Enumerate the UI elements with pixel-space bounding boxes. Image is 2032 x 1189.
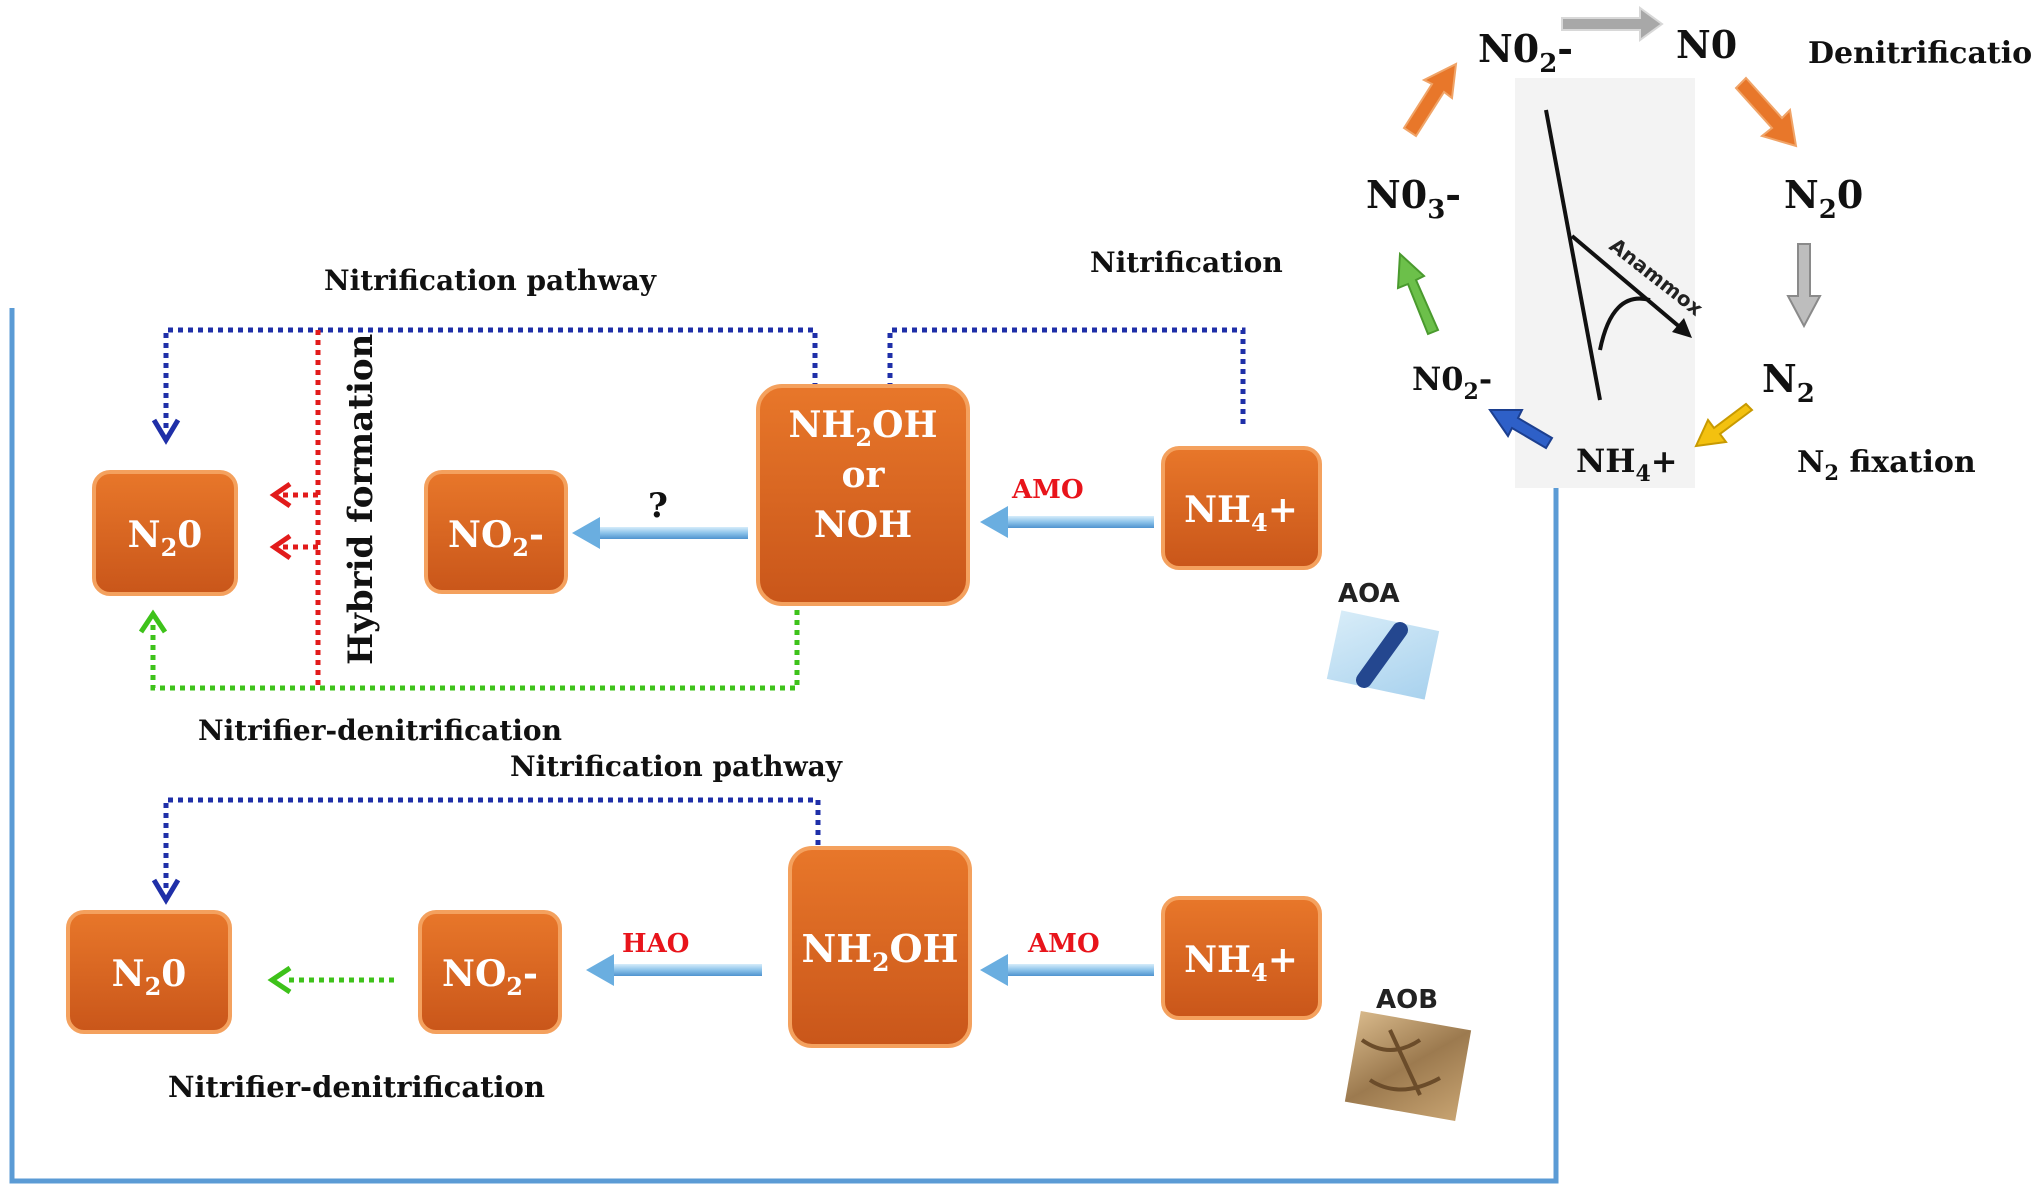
bottom-amo-label: AMO [1027,929,1100,959]
bottom-nitrification-pathway-label: Nitrification pathway [510,750,843,783]
top-red-arrowhead-2 [269,533,292,561]
bottom-box-nh4: NH4+ [1161,896,1322,1020]
top-arrow-mid-to-no2 [572,517,748,549]
cycle-arrow-no3-to-no2 [1402,62,1458,138]
bacteria-micrograph-icon [1344,1010,1472,1122]
svg-text:NH2OH: NH2OH [789,404,938,452]
cycle-no3-label: N03- [1366,172,1461,225]
anammox-panel [1515,78,1695,488]
top-box-n2o: N20 [92,470,238,596]
cycle-arrow-n2o-to-n2 [1786,243,1822,329]
top-blue-dotted-path-right [887,327,1246,425]
top-box-nh2oh-or-noh: NH2OH or NOH [756,384,970,606]
top-question-mark: ? [648,486,668,526]
top-blue-dotted-path-left [163,327,818,430]
aob-label: AOB [1376,985,1438,1015]
svg-text:NH4+: NH4+ [1184,939,1298,987]
bottom-blue-arrowhead [151,878,181,905]
cycle-arrow-no2-to-no3 [1396,251,1440,336]
svg-text:NOH: NOH [814,504,912,546]
aoa-label: AOA [1338,579,1400,609]
top-nitrifier-denitrification-label: Nitrifier-denitrification [198,714,562,747]
bottom-box-nh2oh: NH2OH [788,846,972,1048]
svg-text:NO2-: NO2- [442,953,538,1001]
top-box-no2: NO2- [424,470,568,594]
cycle-arrow-nh4-to-no2 [1488,409,1554,450]
cycle-arrow-no2-to-no [1561,6,1664,42]
top-nitrification-label: Nitrification [1090,246,1283,279]
cycle-n2o-label: N20 [1784,172,1863,225]
cycle-arrow-n2-to-nh4 [1694,402,1754,448]
bottom-blue-dotted-path [163,797,821,890]
denitrification-label: Denitrification [1808,36,2032,71]
top-green-arrowhead [138,609,168,634]
svg-text:N20: N20 [112,953,187,1001]
cycle-no-label: N0 [1676,22,1737,67]
anammox-lines [1544,109,1690,401]
top-amo-label: AMO [1011,475,1084,505]
top-red-arrowhead-1 [269,481,292,509]
bottom-hao-label: HAO [622,929,689,959]
top-nitrification-pathway-label: Nitrification pathway [324,264,657,297]
diagram-frame [9,308,1559,1184]
top-blue-arrowhead [151,418,181,445]
bottom-arrow-mid-to-no2 [586,954,762,986]
n2-fixation-label: N2 fixation [1797,445,1976,485]
cycle-no2-left-label: N02- [1412,360,1492,405]
top-arrow-nh4-to-mid [980,506,1154,538]
cycle-n2-label: N2 [1762,356,1815,409]
bottom-box-n2o: N20 [66,910,232,1034]
cycle-arrow-no-to-n2o [1734,76,1798,148]
bottom-box-no2: NO2- [418,910,562,1034]
anammox-arrowhead [1672,318,1692,338]
nitrogen-cycle: Anammox N02- N0 Denitrification N20 N2 N… [1366,6,2032,488]
top-box-nh4: NH4+ [1161,446,1322,570]
svg-text:or: or [842,454,886,496]
rod-shaped-archaea-icon [1326,610,1440,700]
cycle-no2-top-label: N02- [1478,26,1573,79]
bottom-green-arrowhead [267,965,292,995]
svg-text:NO2-: NO2- [448,514,544,562]
svg-text:NH4+: NH4+ [1184,489,1298,537]
bottom-arrow-nh4-to-mid [980,954,1154,986]
hybrid-formation-label: Hybrid formation [341,334,381,665]
bottom-nitrifier-denitrification-label: Nitrifier-denitrification [168,1070,545,1104]
svg-text:N20: N20 [128,514,203,562]
cycle-nh4-label: NH4+ [1576,442,1678,487]
top-green-dotted-path [150,610,800,691]
svg-text:NH2OH: NH2OH [801,926,958,977]
